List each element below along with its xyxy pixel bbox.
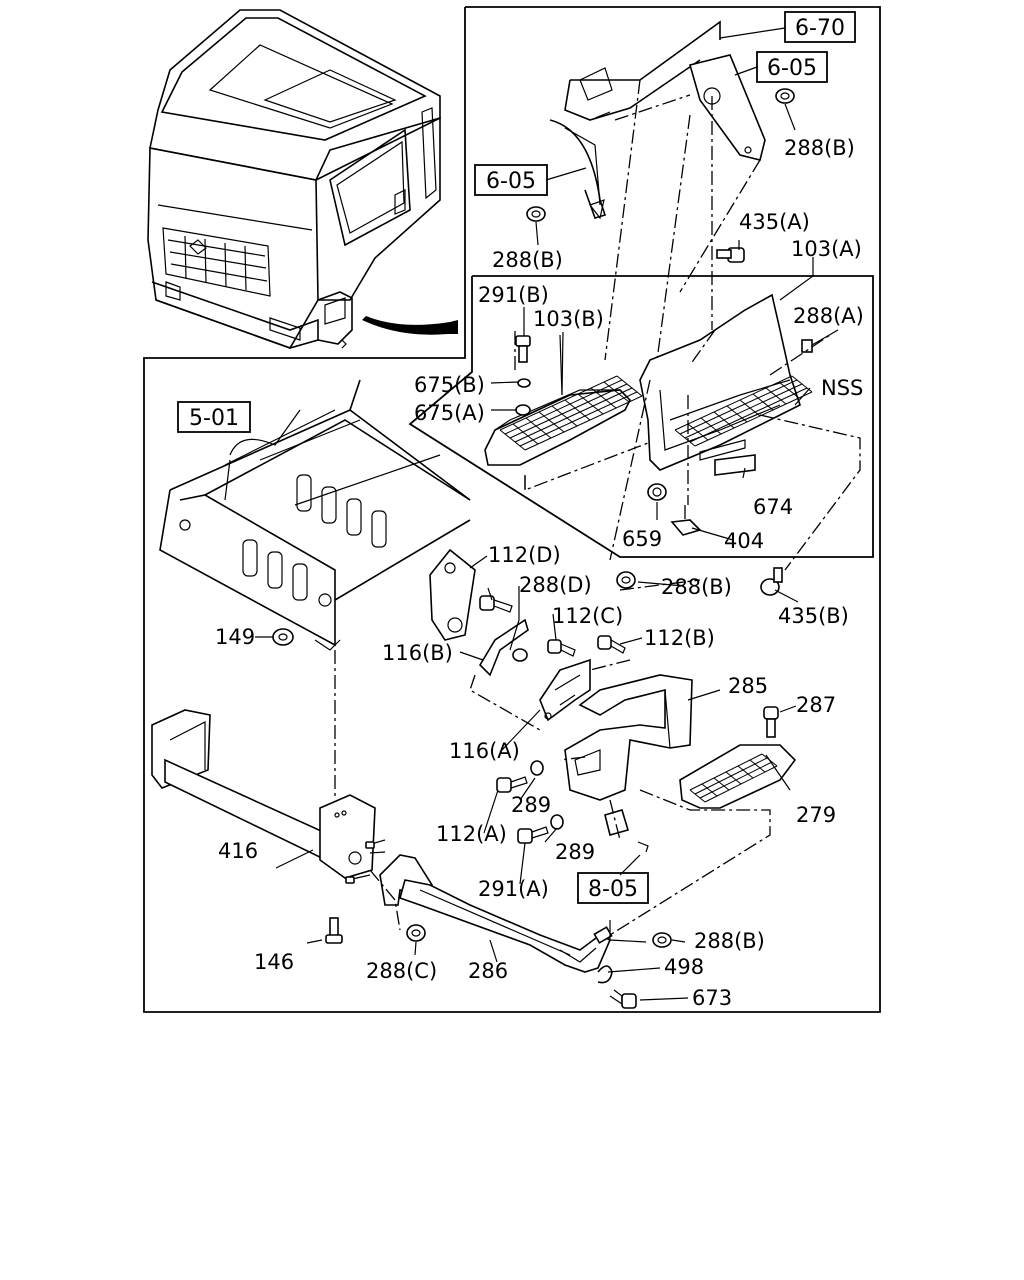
label-112b: 112(B) [644,626,715,650]
ref-box-6-05-right [756,51,828,83]
step-assembly-detail [484,293,861,571]
plate-8-05 [604,809,630,836]
bolt-112b [597,635,626,654]
bolt-291a [517,826,549,844]
bolt-673 [609,989,637,1009]
washer-675b [517,378,531,388]
ref-box-5-01 [177,401,251,433]
label-435b: 435(B) [778,604,849,628]
nut-288b-upper-left [526,206,546,222]
label-288c: 288(C) [366,959,437,983]
label-291a: 291(A) [478,877,549,901]
ref-box-8-05 [577,872,649,904]
step-103a [639,293,813,471]
bolt-112d [479,595,513,613]
label-673: 673 [692,986,732,1010]
label-288d: 288(D) [519,573,592,597]
main-frame [143,6,881,1013]
label-112c: 112(C) [552,604,623,628]
label-103b: 103(B) [533,307,604,331]
upper-mount-parts [526,20,795,376]
part-labels: 288(B) 288(B) 435(A) 103(A) 291(B) 103(B… [215,136,864,1010]
nut-149 [272,628,294,646]
ref-6-05-left: 6-05 [486,169,536,194]
ref-6-05-right: 6-05 [767,56,817,81]
label-288b-top-right: 288(B) [784,136,855,160]
lower-step-assembly [151,330,797,1009]
reference-boxes: 6-70 6-05 6-05 5-01 8-05 [177,11,856,904]
step-103b [484,375,643,466]
washer-289-lower [550,814,564,830]
label-674: 674 [753,495,793,519]
bolt-146 [325,917,343,944]
label-285: 285 [728,674,768,698]
label-288b-top-left: 288(B) [492,248,563,272]
nut-288b-middle [616,571,636,589]
crossmember-416 [151,709,376,879]
label-416: 416 [218,839,258,863]
nut-288c [406,924,426,942]
nut-288b-lower [652,932,672,948]
label-149: 149 [215,625,255,649]
label-103a: 103(A) [791,237,862,261]
label-659: 659 [622,527,662,551]
ref-box-6-70 [784,11,856,43]
ref-box-6-05-left [474,164,548,196]
bracket-116b [478,618,529,677]
label-498: 498 [664,955,704,979]
label-146: 146 [254,950,294,974]
step-arm-286 [379,854,613,973]
label-286: 286 [468,959,508,983]
label-435a: 435(A) [739,210,810,234]
label-112a: 112(A) [436,822,507,846]
ref-6-70: 6-70 [795,16,845,41]
bolt-435a [716,247,745,263]
label-116b: 116(B) [382,641,453,665]
bolt-287 [763,706,779,738]
washer-659 [647,483,667,501]
studs [345,839,386,884]
bolt-435b [760,567,783,596]
label-nss: NSS [821,376,863,400]
frame-rail-5-01 [159,379,471,651]
pad-674 [714,454,756,476]
bolt-112a [496,776,528,793]
label-675b: 675(B) [414,373,485,397]
label-287: 287 [796,693,836,717]
label-288a: 288(A) [793,304,864,328]
label-288b-middle: 288(B) [661,575,732,599]
clamp-498 [597,965,613,984]
clip-288a [801,339,813,353]
label-279: 279 [796,803,836,827]
nut-288b-upper-right [775,88,795,104]
bolt-291b [515,335,531,363]
washer-288d [512,648,528,662]
ref-5-01: 5-01 [189,406,239,431]
label-404: 404 [724,529,764,553]
washer-289-upper [530,760,544,776]
label-116a: 116(A) [449,739,520,763]
label-289-upper: 289 [511,793,551,817]
label-289-lower: 289 [555,840,595,864]
label-288b-lower: 288(B) [694,929,765,953]
label-291b: 291(B) [478,283,549,307]
leader-lines [255,27,839,1001]
washer-675a [515,404,531,416]
label-675a: 675(A) [414,401,485,425]
bolt-112c [547,639,576,657]
step-279 [679,744,797,809]
ref-8-05: 8-05 [588,877,638,902]
bracket-112d-plate [429,548,476,641]
step-hanger-285 [564,674,693,801]
bracket-116a [539,658,591,722]
diagram-frames [143,6,881,1013]
truck-cab-illustration [147,9,458,349]
clip-404 [670,519,702,536]
label-112d: 112(D) [488,543,561,567]
step-detail-frame [408,275,874,558]
